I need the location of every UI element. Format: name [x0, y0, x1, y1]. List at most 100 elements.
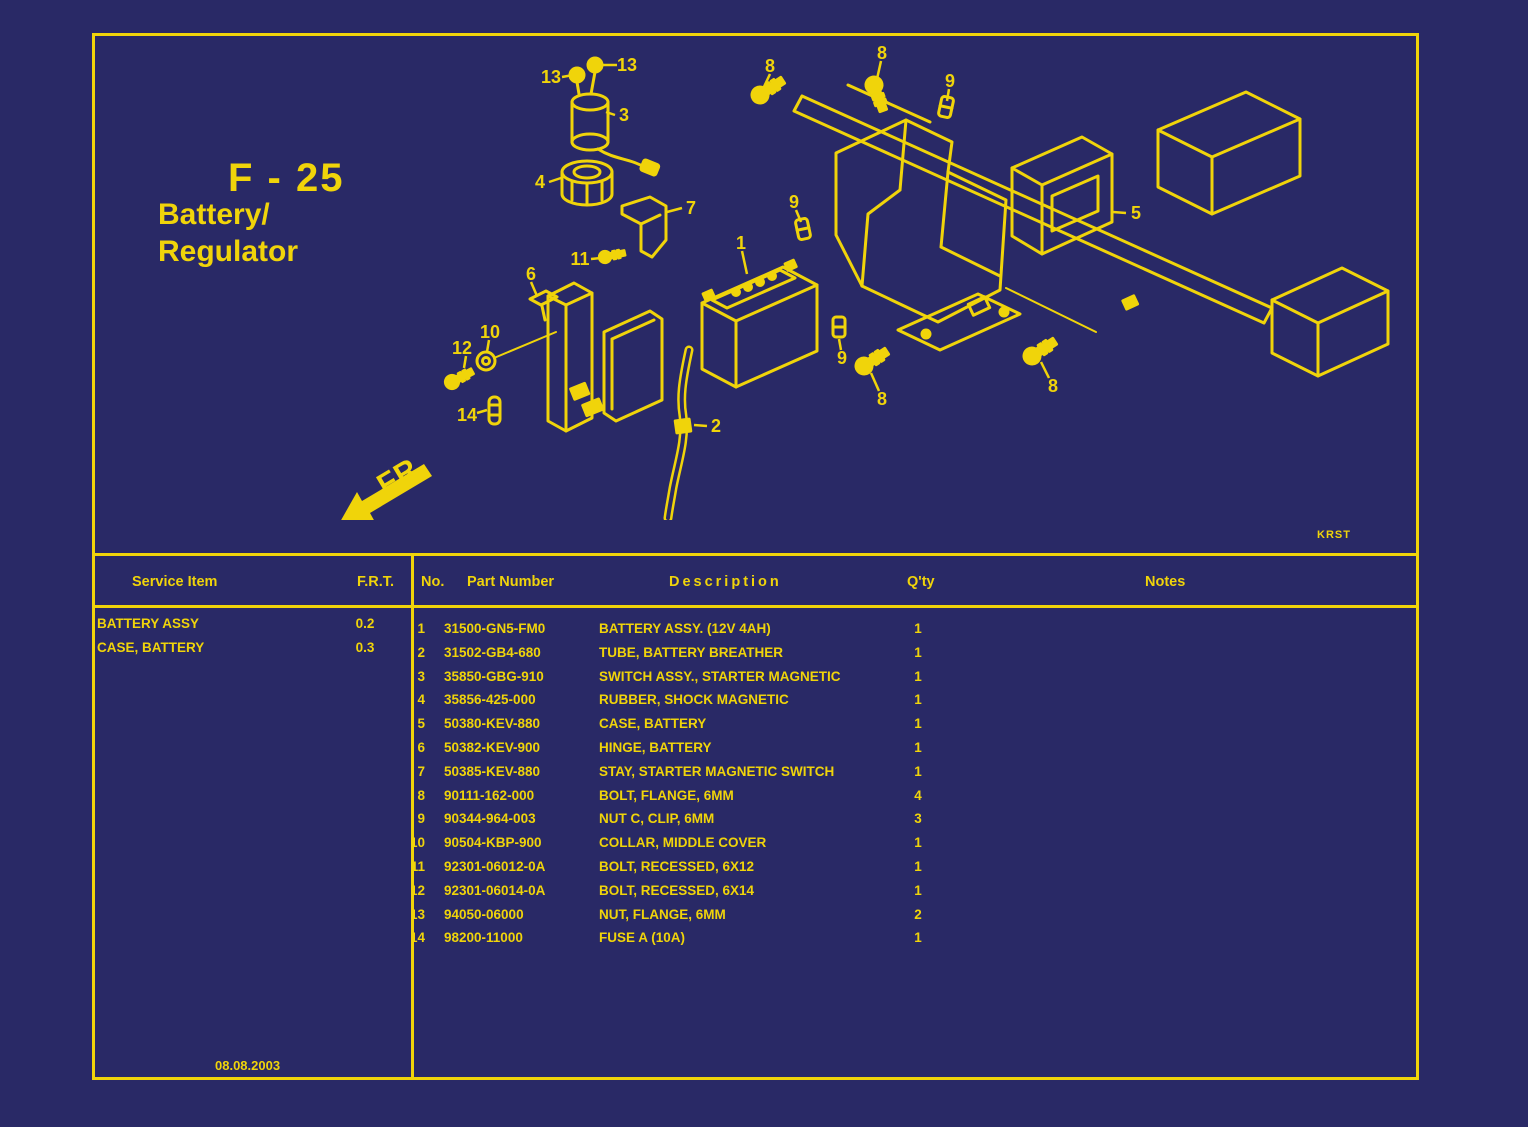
description-header: Description: [669, 574, 782, 590]
callout-leader-line: [529, 281, 539, 297]
part-description-cell: HINGE, BATTERY: [599, 740, 712, 755]
part-qty-cell: 1: [914, 835, 922, 851]
callout-leader-line: [869, 372, 881, 392]
header-bottom-rule: [95, 605, 1416, 608]
callout-leader-line: [462, 355, 468, 369]
part-qty-cell: 4: [914, 787, 922, 803]
part-description-cell: NUT, FLANGE, 6MM: [599, 906, 726, 922]
part-qty-cell: 1: [914, 692, 922, 708]
callout-number: 14: [457, 405, 477, 425]
part-number-header: Part Number: [467, 574, 555, 590]
part-description-cell: BOLT, RECESSED, 6X14: [599, 882, 755, 898]
table-top-rule: [95, 553, 1416, 556]
callout-number: 12: [452, 338, 472, 358]
callout-number: 3: [619, 105, 629, 125]
callout-leader-line: [666, 206, 683, 214]
battery-drawing: [700, 258, 819, 389]
part-description-cell: COLLAR, MIDDLE COVER: [599, 835, 767, 851]
part-no-text: 3: [417, 668, 425, 684]
page-code: F - 25: [228, 156, 345, 200]
table-divider-rule: [411, 553, 414, 1077]
parts-row: 12 92301-06014-0A BOLT, RECESSED, 6X14 1: [95, 881, 1416, 901]
part-no-cell: 13: [413, 905, 425, 925]
part-no-text: 9: [417, 811, 425, 827]
part-qty-cell: 1: [914, 882, 922, 898]
part-number-cell: 98200-11000: [444, 930, 523, 946]
fiche-frame: F - 25 Battery/ Regulator: [92, 33, 1419, 1080]
callout-number: 9: [945, 71, 955, 91]
part-no-text: 8: [417, 787, 425, 803]
part-no-text: 2: [417, 644, 425, 660]
regulator-fusebox-drawing: [493, 281, 664, 433]
callout-number: 8: [1048, 376, 1058, 396]
part-qty-cell: 1: [914, 716, 922, 732]
part-description-cell: BOLT, FLANGE, 6MM: [599, 787, 734, 803]
revision-date: 08.08.2003: [215, 1058, 281, 1073]
qty-header: Q'ty: [907, 574, 935, 590]
callout-number: 5: [1131, 203, 1141, 223]
plate-code: KRST: [1317, 529, 1351, 541]
part-qty-cell: 1: [914, 930, 922, 946]
service-item-header: Service Item: [132, 574, 218, 590]
part-no-text: 6: [417, 740, 425, 755]
fuse-drawing: [487, 395, 502, 426]
shock-rubber-drawing: [560, 159, 614, 207]
part-qty-cell: 1: [914, 644, 922, 660]
callout-leader-line: [875, 60, 883, 80]
service-item-cell: CASE, BATTERY: [97, 640, 205, 655]
notes-header: Notes: [1145, 574, 1186, 590]
part-no-text: 12: [413, 882, 425, 898]
part-number-cell: 92301-06014-0A: [444, 882, 546, 898]
part-no-cell: 11: [413, 857, 425, 877]
starter-magnetic-switch-drawing: [568, 56, 661, 177]
part-qty-cell: 1: [914, 859, 922, 874]
service-item-cell: BATTERY ASSY: [97, 616, 200, 631]
part-number-cell: 94050-06000: [444, 906, 524, 922]
callout-leader-line: [476, 408, 488, 415]
part-number-cell: 50380-KEV-880: [444, 716, 541, 732]
fr-direction-arrow: FR: [341, 452, 432, 520]
part-qty-cell: 1: [914, 740, 922, 755]
part-description-cell: CASE, BATTERY: [599, 716, 707, 732]
part-qty-cell: 1: [914, 668, 922, 684]
part-no-text: 13: [413, 906, 425, 922]
callout-leader-line: [548, 176, 562, 184]
part-no-cell: 9: [413, 809, 425, 829]
callout-leader-line: [485, 339, 491, 353]
callout-leader-line: [1039, 361, 1051, 379]
callout-number: 2: [711, 416, 721, 436]
no-header: No.: [421, 574, 445, 590]
part-no-cell: 14: [413, 928, 425, 948]
part-no-text: 14: [413, 930, 425, 946]
callout-leader-line: [561, 73, 574, 79]
page-title-line1: Battery/: [158, 198, 270, 231]
part-no-cell: 7: [413, 762, 425, 782]
part-number-cell: 31502-GB4-680: [444, 644, 541, 660]
parts-row: 14 98200-11000 FUSE A (10A) 1: [95, 928, 1416, 948]
callout-number: 11: [570, 249, 589, 269]
part-number-cell: 90111-162-000: [444, 787, 535, 803]
callout-leader-line: [605, 110, 616, 117]
service-frt-cell: 0.2: [355, 616, 375, 631]
part-description-cell: FUSE A (10A): [599, 930, 686, 946]
part-qty-cell: 3: [914, 811, 922, 827]
part-number-cell: 50385-KEV-880: [444, 763, 541, 779]
part-no-cell: 1: [413, 619, 425, 639]
bolt-drawings: [441, 72, 1061, 393]
callout-leader-line: [590, 256, 602, 261]
callout-number: 13: [617, 55, 637, 75]
page-title-line2: Regulator: [158, 235, 299, 268]
callout-number: 4: [535, 172, 545, 192]
callout-number: 13: [541, 67, 561, 87]
